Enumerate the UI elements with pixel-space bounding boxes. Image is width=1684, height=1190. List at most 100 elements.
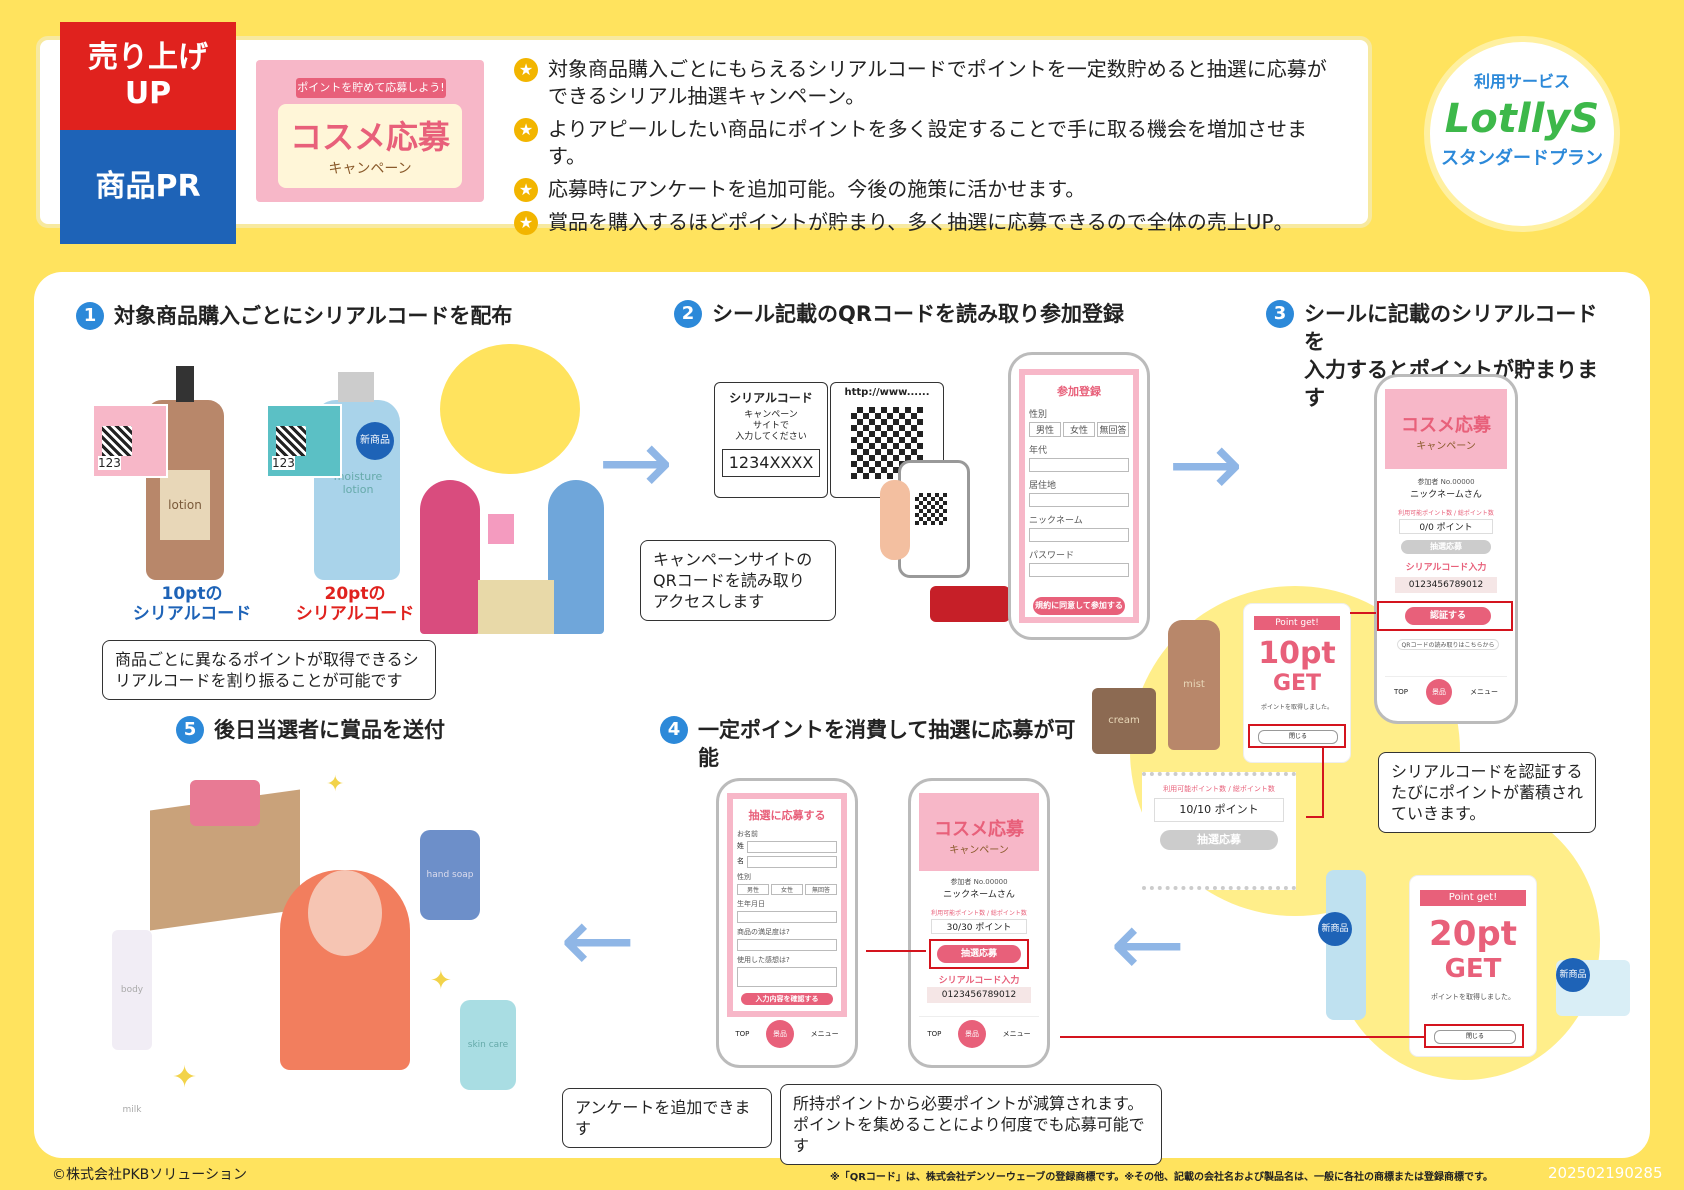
sparkle-icon: ✦ (430, 966, 452, 996)
sparkle-icon: ✦ (172, 1060, 198, 1095)
close-button[interactable]: 閉じる (1434, 1030, 1516, 1044)
radio-option[interactable]: 男性 (737, 884, 769, 895)
reg-pass-label: パスワード (1029, 551, 1075, 561)
nav-top[interactable]: TOP (735, 1030, 750, 1038)
red-connector (1350, 612, 1376, 614)
star-icon: ★ (514, 58, 538, 82)
feature-item: ★よりアピールしたい商品にポイントを多く設定することで手に取る機会を増加させます… (514, 116, 1344, 170)
q2-textarea[interactable] (737, 967, 837, 987)
service-badge: 利用サービス LotllyS スタンダードプラン (1424, 36, 1620, 232)
bottom-nav: TOP 景品 メニュー (727, 1017, 847, 1051)
password-input[interactable] (1029, 563, 1129, 577)
step-number: 1 (76, 302, 104, 330)
product-pr-tag: 商品PR (60, 130, 236, 244)
step1-callout: 商品ごとに異なるポイントが取得できるシリアルコードを割り振ることが可能です (102, 640, 436, 700)
popup-points: 20pt (1429, 914, 1517, 954)
f-name-label: お名前 (737, 830, 758, 838)
star-icon: ★ (514, 118, 538, 142)
popup-get: GET (1272, 671, 1322, 696)
last-name-input[interactable] (747, 841, 837, 853)
hand-soap-bottle: hand soap (420, 830, 480, 920)
radio-option[interactable]: 女性 (1063, 422, 1095, 437)
woman-face (308, 870, 382, 956)
f-q2-label: 使用した感想は? (737, 956, 790, 964)
bottle-label: lotion (160, 470, 210, 540)
step3-callout: シリアルコードを認証する たびにポイントが蓄積され ていきます。 (1378, 752, 1596, 833)
sex-options: 男性 女性 無回答 (737, 884, 837, 895)
lotion-bottle: lotion (146, 400, 224, 580)
first-name-input[interactable] (747, 856, 837, 868)
feature-item: ★賞品を購入するほどポイントが貯まり、多く抽選に応募できるので全体の売上UP。 (514, 209, 1344, 236)
card-text: キャンペーン サイトで 入力してください (735, 410, 807, 442)
red-connector (866, 950, 926, 952)
confirm-button[interactable]: 認証する (1405, 607, 1491, 625)
step-number: 2 (674, 300, 702, 328)
nav-gift[interactable]: 景品 (766, 1020, 794, 1048)
service-label: 利用サービス (1473, 72, 1570, 91)
form-body: 抽選に応募する お名前 姓 名 性別 男性 女性 無回答 生年月日 商品の満足度… (733, 799, 841, 1011)
nav-top[interactable]: TOP (927, 1030, 942, 1038)
step4-callout-right: 所持ポイントから必要ポイントが減算されます。 ポイントを集めることにより何度でも… (780, 1084, 1162, 1165)
strip-points: 10/10 ポイント (1154, 798, 1284, 822)
nav-menu[interactable]: メニュー (810, 1030, 839, 1038)
serial-input[interactable]: 0123456789012 (1395, 577, 1497, 593)
area-select[interactable] (1029, 493, 1129, 507)
serial-input[interactable]: 0123456789012 (927, 987, 1031, 1003)
nav-gift[interactable]: 景品 (958, 1020, 986, 1048)
radio-option[interactable]: 無回答 (1097, 422, 1129, 437)
first-name-row: 名 (737, 856, 837, 868)
serial-sticker: 123 (92, 404, 168, 478)
radio-option[interactable]: 男性 (1029, 422, 1061, 437)
nickname-input[interactable] (1029, 528, 1129, 542)
category-tag: 売り上げ UP 商品PR (60, 22, 236, 244)
mist-bottle: mist (1168, 620, 1220, 750)
label-20pt: 20ptの シリアルコード (295, 584, 415, 624)
member-card: 参加者 No.00000 ニックネームさん 利用可能ポイント数 / 総ポイント数… (923, 877, 1035, 936)
confirm-form-button[interactable]: 入力内容を確認する (741, 993, 833, 1005)
serial-label: シリアルコード入力 (938, 976, 1020, 986)
arrow-left-icon: ← (560, 888, 636, 993)
member-no: 参加者 No.00000 (950, 878, 1008, 886)
label-10pt: 10ptの シリアルコード (132, 584, 252, 624)
doc-id: 202502190285 (1548, 1164, 1663, 1182)
strip-apply-button[interactable]: 抽選応募 (1160, 830, 1278, 850)
f-q1-label: 商品の満足度は? (737, 928, 790, 936)
sales-up-tag: 売り上げ UP (60, 22, 236, 130)
member-no: 参加者 No.00000 (1417, 478, 1475, 486)
points-label: 利用可能ポイント数 / 総ポイント数 (1398, 510, 1494, 517)
nav-menu[interactable]: メニュー (1469, 688, 1498, 696)
banner-title: コスメ応募 (289, 118, 450, 156)
service-logo: LotllyS (1444, 96, 1600, 142)
step-number: 3 (1266, 300, 1294, 328)
strip-label: 利用可能ポイント数 / 総ポイント数 (1163, 785, 1275, 793)
age-select[interactable] (1029, 458, 1129, 472)
popup-ribbon: Point get! (1420, 890, 1526, 906)
q1-select[interactable] (737, 939, 837, 951)
phone-banner: コスメ応募 キャンペーン (1385, 389, 1507, 469)
phone-banner-title: コスメ応募 (934, 819, 1024, 840)
close-button[interactable]: 閉じる (1258, 730, 1338, 744)
get20-popup: Point get! 20pt GET ポイントを取得しました。 (1410, 876, 1536, 1056)
apply-button[interactable]: 抽選応募 (1401, 540, 1491, 554)
phone-banner-sub: キャンペーン (1416, 441, 1476, 452)
qr-link[interactable]: QRコードの読み取りはこちらから (1397, 639, 1499, 650)
radio-option[interactable]: 無回答 (805, 884, 837, 895)
cream-jar: cream (1092, 688, 1156, 754)
gift-icon (190, 780, 260, 826)
nav-menu[interactable]: メニュー (1002, 1030, 1031, 1038)
reg-area-label: 居住地 (1029, 481, 1057, 491)
sticker-code: 123 (272, 456, 295, 470)
reg-age-label: 年代 (1029, 446, 1048, 456)
radio-option[interactable]: 女性 (771, 884, 803, 895)
bottom-nav: TOP 景品 メニュー (919, 1016, 1039, 1051)
sticker-code: 123 (98, 456, 121, 470)
nav-top[interactable]: TOP (1393, 688, 1408, 696)
body-milk-tube: body milk (112, 930, 152, 1115)
nav-gift[interactable]: 景品 (1425, 679, 1452, 705)
step-number: 5 (176, 716, 204, 744)
shopping-bag-icon (488, 514, 514, 544)
register-button[interactable]: 規約に同意して参加する (1033, 597, 1125, 615)
apply-button[interactable]: 抽選応募 (937, 945, 1021, 963)
dob-select[interactable] (737, 911, 837, 923)
